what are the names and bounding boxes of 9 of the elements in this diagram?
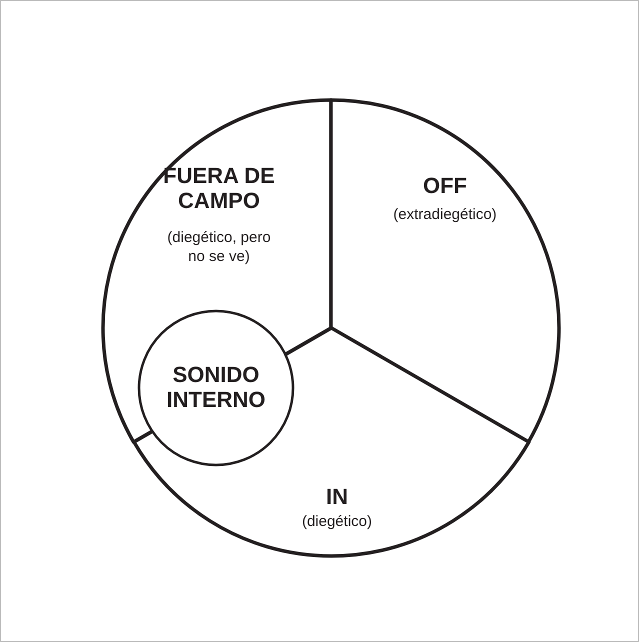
inner-circle	[137, 309, 295, 467]
segment-title: SONIDO INTERNO	[166, 363, 266, 412]
segment-title: OFF	[422, 174, 468, 199]
pie-sector	[329, 98, 561, 444]
segment-note: (diegético, pero no se ve)	[166, 229, 272, 266]
segment-note: (extradiegético)	[392, 206, 498, 225]
segment-title: IN	[324, 485, 349, 510]
segment-title: FUERA DE CAMPO	[162, 164, 276, 214]
segment-note: (diegético)	[300, 513, 373, 532]
